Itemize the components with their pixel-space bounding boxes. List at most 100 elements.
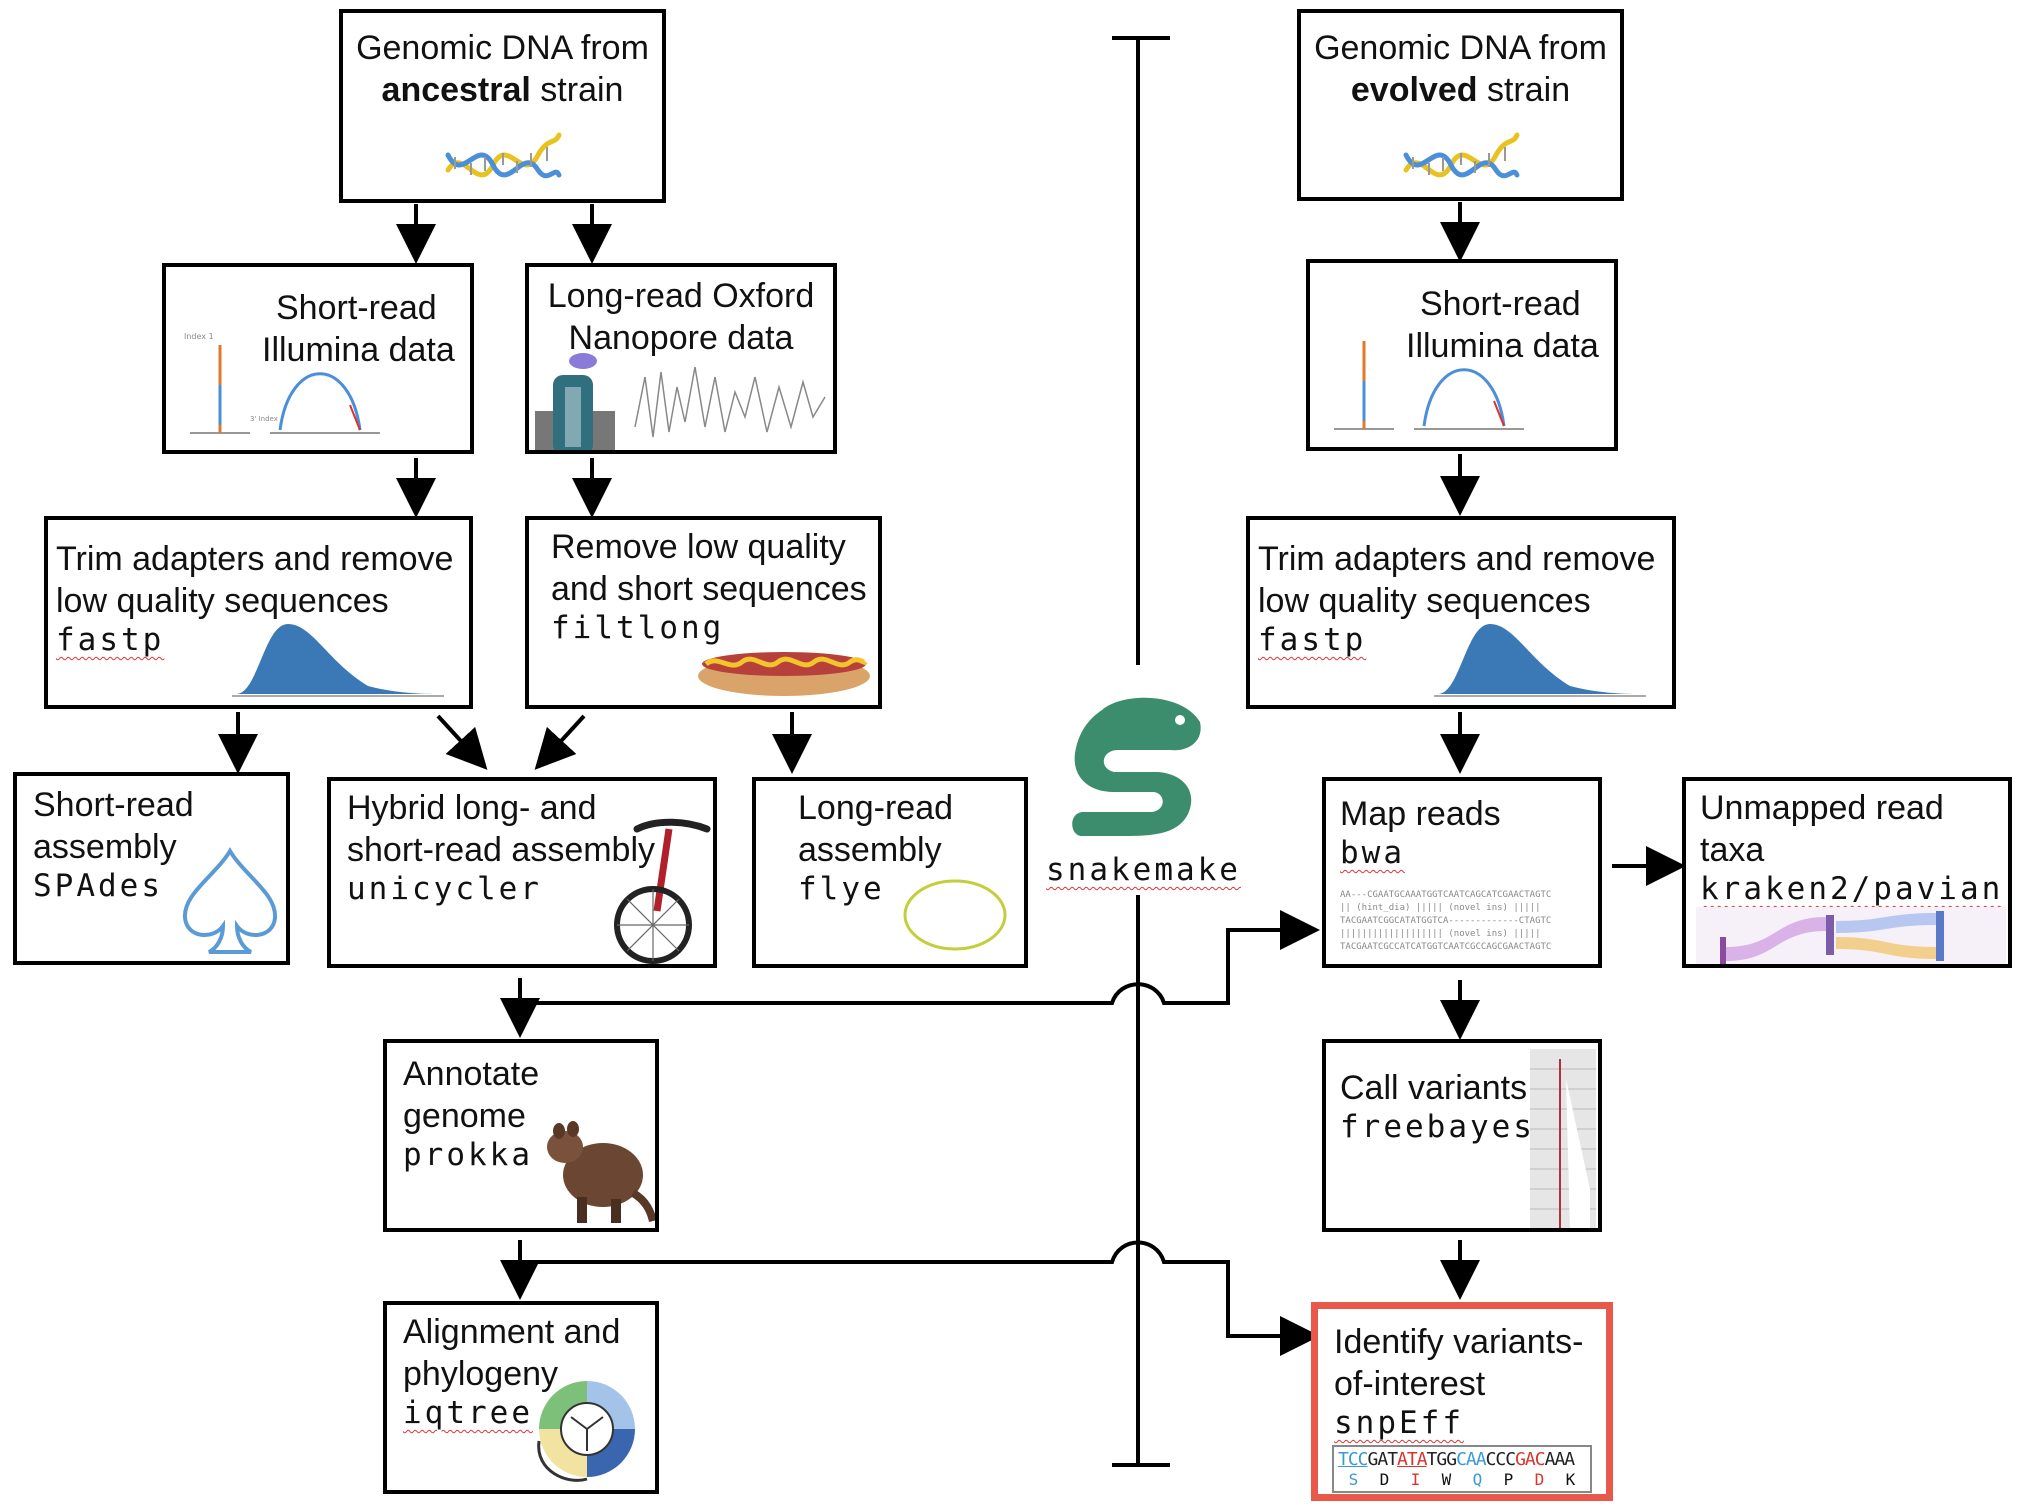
snpeff-box: Identify variants- of-interest snpEff TC… — [1311, 1302, 1613, 1501]
aa-4: W — [1441, 1470, 1452, 1489]
flye-box: Long-read assembly flye — [752, 777, 1028, 968]
hotdog-icon — [698, 652, 870, 696]
alignment-row-2: || (hint_dia) ||||| (novel ins) ||||| — [1340, 903, 1541, 913]
codon-3: ATA — [1397, 1449, 1427, 1470]
svg-text:3' Index: 3' Index — [250, 415, 278, 423]
spade-icon — [182, 847, 278, 954]
spades-title-line1: Short-read — [33, 786, 194, 824]
call-title-line1: Call variants — [1340, 1069, 1528, 1107]
dna-helix-icon — [1403, 132, 1520, 179]
illumina-bridge-illustration — [1334, 341, 1524, 430]
trim-right-title-line2: low quality sequences — [1258, 582, 1591, 620]
unicycle-icon — [614, 818, 711, 964]
read-pileup-illustration — [1530, 1049, 1596, 1228]
annotate-title-line1: Annotate — [403, 1055, 540, 1093]
bwa-box: Map reads bwa AA---CGAATGCAAATGGTCAATCAG… — [1322, 777, 1602, 968]
trim-title-line1: Trim adapters and remove — [56, 540, 454, 578]
evolved-title-line1: Genomic DNA from — [1314, 29, 1607, 67]
prokka-tool-label: prokka — [403, 1137, 533, 1173]
arrow-assembly-to-map — [520, 910, 1320, 1005]
aa-8: K — [1565, 1470, 1576, 1489]
snakemake-label: snakemake — [1046, 852, 1241, 888]
nanopore-title-line2: Nanopore data — [568, 319, 794, 357]
evolved-bold-word: evolved — [1350, 71, 1478, 109]
codon-4: TGG — [1426, 1449, 1457, 1470]
iqtree-box: Alignment and phylogeny iqtree — [383, 1301, 659, 1494]
annotate-title-line2: genome — [403, 1097, 526, 1135]
sankey-taxa-illustration — [1696, 907, 2006, 964]
filtlong-tool-label: filtlong — [551, 610, 725, 646]
freebayes-tool-label: freebayes — [1340, 1109, 1535, 1145]
evolved-title-line2: evolved strain — [1301, 69, 1620, 111]
iqtree-logo-icon — [537, 1381, 635, 1482]
illumina-title-line1: Short-read — [276, 289, 437, 327]
alignment-illustration: AA---CGAATGCAAATGGTCAATCAGCATCGAACTAGTC … — [1340, 889, 1592, 954]
alignment-row-3: TACGAATCGGCATATGGTCA-------------CTAGTC — [1340, 916, 1552, 926]
hybrid-title-line2: short-read assembly — [347, 831, 656, 869]
unicycler-box: Hybrid long- and short-read assembly uni… — [327, 777, 717, 968]
codon-6: CCC — [1485, 1449, 1516, 1470]
svg-text:Index 1: Index 1 — [184, 332, 214, 341]
quality-histogram-chart — [232, 624, 444, 697]
identify-title-line2: of-interest — [1334, 1365, 1486, 1403]
kraken-box: Unmapped read taxa kraken2/pavian — [1682, 777, 2012, 968]
trim-title-line2: low quality sequences — [56, 582, 389, 620]
fastp-tool-label: fastp — [56, 622, 165, 658]
codon-translation-strip: TCCGATATATGGCAACCCGACAAA S D I W Q P D K — [1332, 1445, 1592, 1493]
unmapped-title-line1: Unmapped read — [1700, 789, 1944, 827]
ancestral-dna-box: Genomic DNA from ancestral strain — [339, 9, 666, 203]
evolved-illumina-box: Short-read Illumina data — [1306, 259, 1618, 451]
arrow-trim-to-hybrid — [436, 714, 488, 770]
ancestral-trim-box: Trim adapters and remove low quality seq… — [44, 516, 473, 709]
aa-6: P — [1503, 1470, 1514, 1489]
filtlong-box: Remove low quality and short sequences f… — [525, 516, 882, 709]
prokka-box: Annotate genome prokka — [383, 1039, 659, 1232]
freebayes-box: Call variants freebayes — [1322, 1039, 1602, 1232]
illumina-title-line2: Illumina data — [262, 331, 455, 369]
alignment-row-4: ||||||||||||||||||| (novel ins) ||||| — [1340, 929, 1541, 939]
snakemake-logo-icon — [1072, 697, 1201, 836]
evolved-trim-box: Trim adapters and remove low quality seq… — [1246, 516, 1676, 709]
phylo-title-line1: Alignment and — [403, 1313, 621, 1351]
quokka-icon — [547, 1121, 655, 1223]
bwa-tool-label: bwa — [1340, 835, 1405, 871]
ancestral-title-line2: ancestral strain — [343, 69, 662, 111]
codon-5: CAA — [1456, 1449, 1486, 1470]
illumina-right-title-line2: Illumina data — [1406, 327, 1599, 365]
filter-title-line1: Remove low quality — [551, 528, 846, 566]
spades-tool-label: SPAdes — [33, 868, 163, 904]
alignment-row-1: AA---CGAATGCAAATGGTCAATCAGCATCGAACTAGTC — [1340, 890, 1552, 900]
quality-histogram-chart — [1434, 624, 1646, 697]
nanopore-title-line1: Long-read Oxford — [547, 277, 815, 315]
aminoacid-row: S D I W Q P D K — [1338, 1470, 1586, 1489]
ancestral-strain-word: strain — [530, 71, 624, 109]
codon-8: AAA — [1544, 1449, 1575, 1470]
spades-box: Short-read assembly SPAdes — [13, 772, 290, 965]
nanopore-box: Long-read Oxford Nanopore data — [525, 263, 837, 454]
trim-right-title-line1: Trim adapters and remove — [1258, 540, 1656, 578]
alignment-row-5: TACGAATCGCCATCATGGTCAATCGCCAGCGAACTAGTC — [1340, 942, 1552, 952]
identify-title-line1: Identify variants- — [1334, 1323, 1584, 1361]
ancestral-title-line1: Genomic DNA from — [356, 29, 649, 67]
codon-1: TCC — [1338, 1449, 1368, 1470]
dna-helix-icon — [445, 132, 562, 179]
aa-1: S — [1348, 1470, 1359, 1489]
filter-title-line2: and short sequences — [551, 570, 867, 608]
nanopore-pore-illustration — [535, 353, 826, 450]
snpeff-tool-label: snpEff — [1334, 1405, 1464, 1441]
flye-title-line2: assembly — [798, 831, 942, 869]
unicycler-tool-label: unicycler — [347, 871, 542, 907]
aa-5: Q — [1472, 1470, 1483, 1489]
arrow-annotation-to-identify — [520, 1240, 1320, 1356]
kraken-tool-label: kraken2/pavian — [1700, 871, 2004, 907]
codon-7: GAC — [1515, 1449, 1545, 1470]
illumina-bridge-illustration: Index 1 3' Index — [184, 332, 380, 434]
ancestral-bold-word: ancestral — [381, 71, 531, 109]
evolved-strain-word: strain — [1477, 71, 1571, 109]
codon-2: GAT — [1367, 1449, 1398, 1470]
spades-title-line2: assembly — [33, 828, 177, 866]
iqtree-tool-label: iqtree — [403, 1395, 533, 1431]
illumina-right-title-line1: Short-read — [1420, 285, 1581, 323]
aa-7: D — [1534, 1470, 1545, 1489]
